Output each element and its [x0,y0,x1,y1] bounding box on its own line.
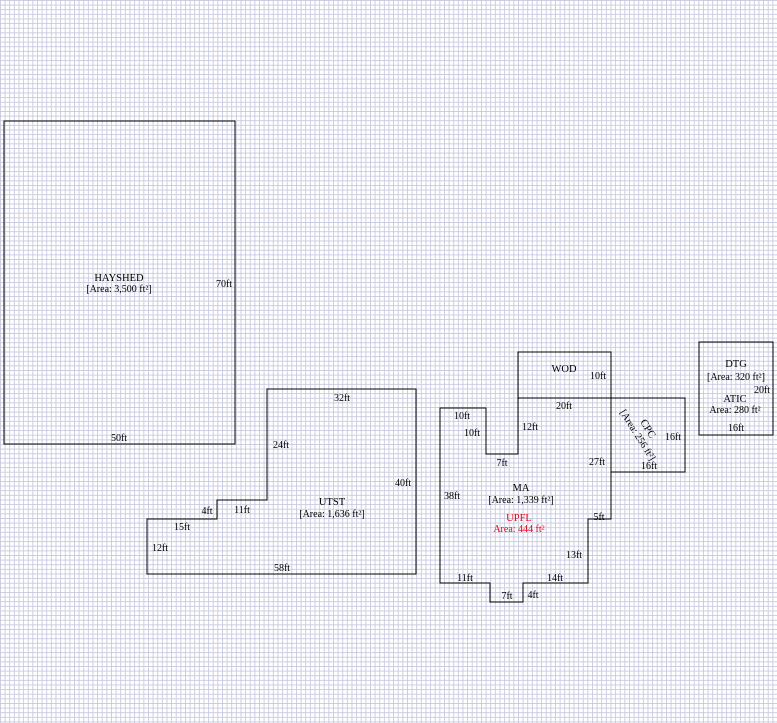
wod-name: WOD [551,364,576,375]
ma-outline[interactable] [439,397,612,603]
dtg-area: [Area: 320 ft²] [707,372,765,383]
atic-area: Area: 280 ft² [709,405,760,416]
utst-dim-step3: 11ft [234,505,250,516]
wod-dim-side: 10ft [590,371,606,382]
utst-name: UTST [319,497,346,508]
ma-dim-bottom-right: 14ft [547,573,563,584]
utst-dim-bottom: 58ft [274,563,290,574]
ma-dim-top-left: 10ft [454,411,470,422]
wod-dim-bottom: 20ft [556,401,572,412]
dtg-outline[interactable] [698,341,774,436]
utst-outline[interactable] [146,388,417,575]
ma-dim-left: 38ft [444,491,460,502]
hayshed-dim-bottom: 50ft [111,433,127,444]
cpc-label-group: CPC [Area: 256 ft²] [617,408,657,463]
cpc-dim-bottom: 16ft [641,461,657,472]
ma-dim-bottom-notch: 7ft [501,591,512,602]
ma-dim-right-upper: 27ft [589,457,605,468]
ma-dim-notch-bottom: 7ft [496,458,507,469]
atic-name: ATIC [723,394,746,405]
utst-dim-right: 40ft [395,478,411,489]
ma-name: MA [513,483,530,494]
ma-area: [Area: 1,339 ft²] [488,495,553,506]
ma-dim-notch-side: 10ft [464,428,480,439]
utst-dim-left: 12ft [152,543,168,554]
cpc-outline[interactable] [611,397,686,473]
upfl-area: Area: 444 ft² [493,524,544,535]
cpc-dim-right: 16ft [665,432,681,443]
hayshed-name: HAYSHED [94,273,144,284]
ma-dim-step-b: 13ft [566,550,582,561]
utst-dim-top: 32ft [334,393,350,404]
ma-dim-bottom-left: 11ft [457,573,473,584]
dtg-dim-bottom: 16ft [728,423,744,434]
utst-dim-step4: 24ft [273,440,289,451]
dtg-dim-right: 20ft [754,385,770,396]
hayshed-dim-right: 70ft [216,279,232,290]
utst-area: [Area: 1,636 ft²] [299,509,364,520]
dtg-name: DTG [725,359,747,370]
upfl-name: UPFL [506,513,532,524]
utst-dim-step2: 4ft [201,506,212,517]
utst-dim-step1: 15ft [174,522,190,533]
hayshed-area: [Area: 3,500 ft²] [86,284,151,295]
ma-dim-bottom-step: 4ft [527,590,538,601]
hayshed-outline[interactable] [3,120,236,445]
ma-dim-step-a: 5ft [593,512,604,523]
ma-dim-inner-side: 12ft [522,422,538,433]
